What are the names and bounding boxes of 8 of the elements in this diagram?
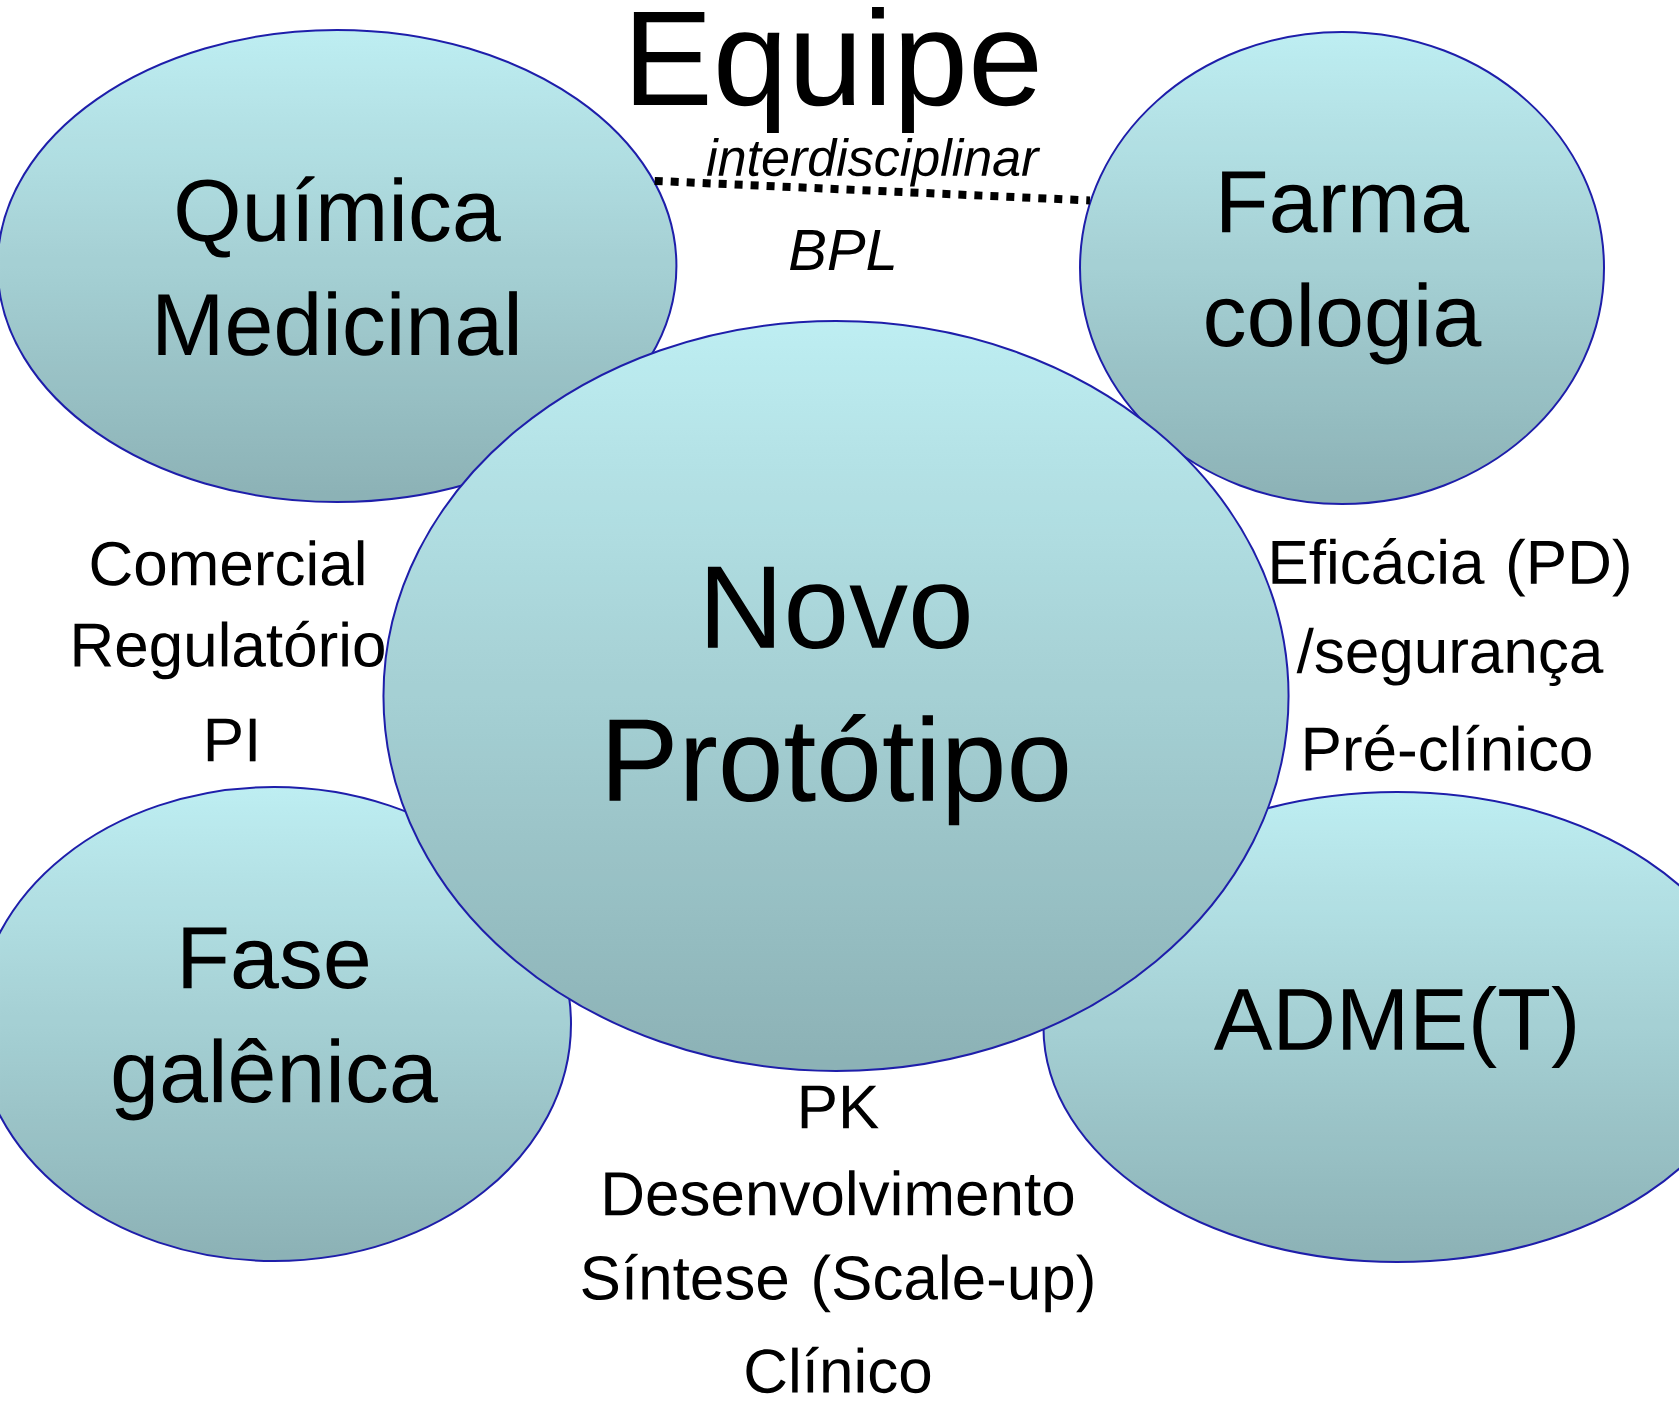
label: Clínico: [746, 1346, 931, 1394]
label: Regulatório: [74, 620, 384, 680]
label: PK: [801, 1085, 879, 1129]
label: Comercial: [91, 540, 364, 586]
label: PI: [207, 718, 256, 762]
label: BPL: [790, 230, 894, 270]
edge-label: interdisciplinar: [706, 138, 1041, 187]
label: Pré-clínico: [1305, 724, 1591, 772]
